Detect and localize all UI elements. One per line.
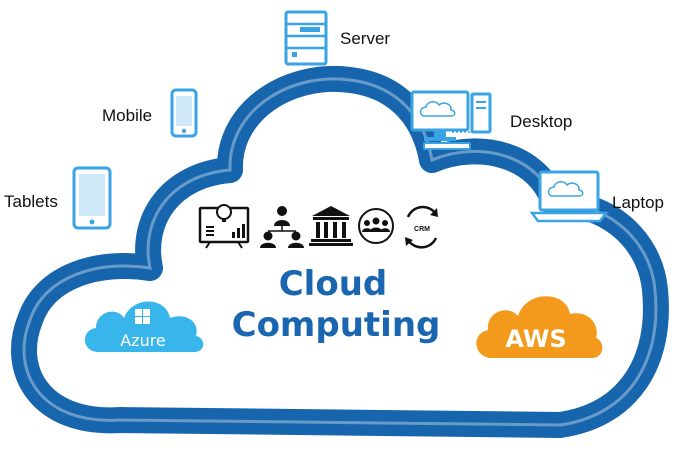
azure-badge: Azure bbox=[84, 301, 204, 352]
team-group-icon bbox=[358, 208, 394, 244]
mobile-label: Mobile bbox=[102, 106, 152, 125]
desktop-icon bbox=[410, 90, 492, 150]
server-icon bbox=[284, 10, 328, 66]
crm-label: CRM bbox=[414, 226, 430, 233]
crm-cycle-icon: CRM bbox=[405, 205, 438, 249]
tablets-label: Tablets bbox=[4, 192, 58, 211]
bank-icon bbox=[309, 206, 353, 246]
laptop-icon bbox=[529, 170, 609, 223]
title-line-1: Cloud bbox=[279, 264, 388, 304]
windows-logo-icon bbox=[135, 309, 150, 324]
analytics-dashboard-icon bbox=[198, 204, 250, 249]
server-label: Server bbox=[340, 29, 390, 48]
aws-badge: AWS bbox=[476, 296, 603, 358]
laptop-label: Laptop bbox=[612, 193, 664, 212]
title-line-2: Computing bbox=[232, 305, 441, 345]
mobile-icon bbox=[170, 88, 198, 138]
tablet-icon bbox=[72, 166, 112, 230]
azure-label: Azure bbox=[120, 331, 166, 350]
aws-label: AWS bbox=[505, 325, 566, 353]
org-hierarchy-icon bbox=[260, 206, 304, 248]
desktop-label: Desktop bbox=[510, 112, 572, 131]
